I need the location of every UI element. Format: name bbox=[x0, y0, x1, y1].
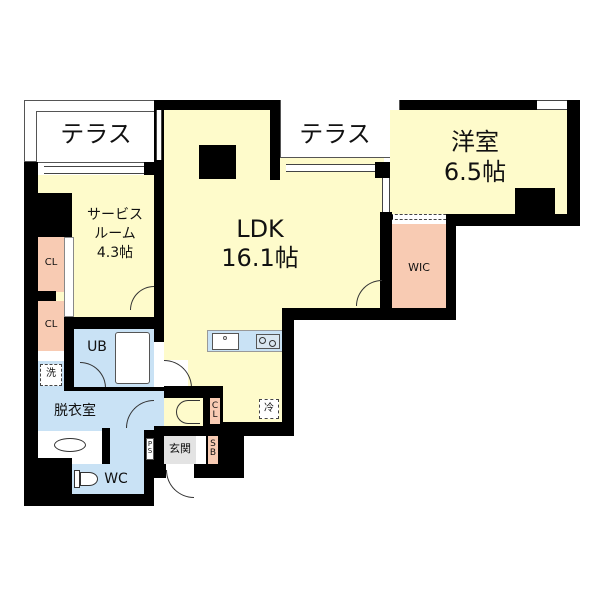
terrace-mid bbox=[280, 100, 400, 158]
wall-service-ub bbox=[64, 317, 164, 329]
wall-terrace-mid-bottom-r bbox=[375, 162, 390, 178]
washer-label: 洗 bbox=[46, 368, 56, 379]
wall-vanity-r bbox=[102, 428, 110, 470]
washer bbox=[40, 364, 62, 386]
unit-bath-label: UB bbox=[87, 339, 107, 355]
wall-wic-right bbox=[446, 214, 456, 318]
terrace-mid-label: テラス bbox=[299, 120, 371, 148]
dressing-room-label: 脱衣室 bbox=[54, 403, 96, 419]
entrance-closet-label: CL bbox=[211, 401, 219, 421]
western-room-size: 6.5帖 bbox=[443, 158, 507, 186]
closet-doors[interactable] bbox=[64, 237, 74, 317]
wall-ldk-hall bbox=[164, 386, 212, 398]
western-room-label: 洋室 bbox=[451, 128, 499, 156]
service-room-size: 4.3帖 bbox=[96, 245, 134, 261]
fridge bbox=[259, 399, 279, 419]
wall-ldk-wic bbox=[380, 212, 392, 308]
toilet-bowl bbox=[80, 472, 98, 486]
wall-top-right bbox=[400, 100, 580, 110]
shoe-box[interactable] bbox=[208, 436, 218, 464]
service-pillar bbox=[38, 193, 72, 237]
closet-upper[interactable] bbox=[38, 237, 64, 292]
wic-label: WIC bbox=[408, 261, 430, 274]
pipe-space bbox=[146, 438, 154, 460]
wall-service-ldk bbox=[154, 110, 164, 342]
entrance-closet[interactable] bbox=[210, 398, 220, 424]
ldk-western-door[interactable] bbox=[382, 178, 390, 212]
wall-top-ldk bbox=[154, 100, 280, 110]
closet-lower[interactable] bbox=[38, 301, 64, 351]
front-door[interactable] bbox=[166, 470, 194, 498]
wall-wic-bottom bbox=[282, 308, 456, 320]
toilet-tank bbox=[74, 470, 80, 488]
window-western-top bbox=[537, 100, 567, 110]
ldk-size: 16.1帖 bbox=[221, 244, 299, 272]
sink-drain bbox=[223, 336, 227, 340]
entrance bbox=[164, 436, 196, 464]
sink-basin bbox=[54, 438, 86, 452]
terrace-left bbox=[36, 111, 156, 163]
ldk-label: LDK bbox=[236, 215, 284, 243]
window-ldk-left bbox=[156, 110, 162, 160]
wall-left bbox=[24, 162, 38, 502]
entrance-label: 玄関 bbox=[169, 442, 191, 455]
wall-terrace-mid-top bbox=[270, 100, 280, 180]
shoe-box-label: SB bbox=[209, 439, 217, 459]
entrance-step bbox=[196, 436, 206, 464]
toilet-label: WC bbox=[104, 471, 128, 487]
window-service-room bbox=[44, 166, 144, 174]
bathtub bbox=[115, 332, 150, 384]
wall-western-bottom bbox=[455, 214, 580, 226]
wic[interactable] bbox=[392, 224, 446, 308]
wall-ub-left bbox=[64, 329, 74, 387]
wall-ldk-right-lower bbox=[282, 310, 294, 436]
burner-1 bbox=[259, 337, 266, 344]
hallway-door[interactable] bbox=[176, 400, 200, 424]
pipe-space-label: PS bbox=[147, 440, 153, 456]
burner-2 bbox=[269, 340, 276, 347]
kitchen-sink bbox=[212, 333, 239, 350]
service-room-label1: サービス bbox=[87, 207, 143, 223]
closet-lower-label: CL bbox=[44, 319, 58, 330]
wall-bottom-left bbox=[24, 494, 148, 506]
wall-right bbox=[567, 100, 580, 224]
closet-upper-label: CL bbox=[44, 257, 58, 268]
ldk-pillar bbox=[199, 145, 236, 179]
service-room-label2: ルーム bbox=[94, 226, 136, 242]
western-pillar bbox=[515, 188, 555, 214]
window-ldk-top bbox=[286, 164, 378, 172]
closet-divider bbox=[38, 291, 56, 301]
fridge-label: 冷 bbox=[264, 403, 274, 414]
terrace-left-label: テラス bbox=[60, 120, 132, 148]
